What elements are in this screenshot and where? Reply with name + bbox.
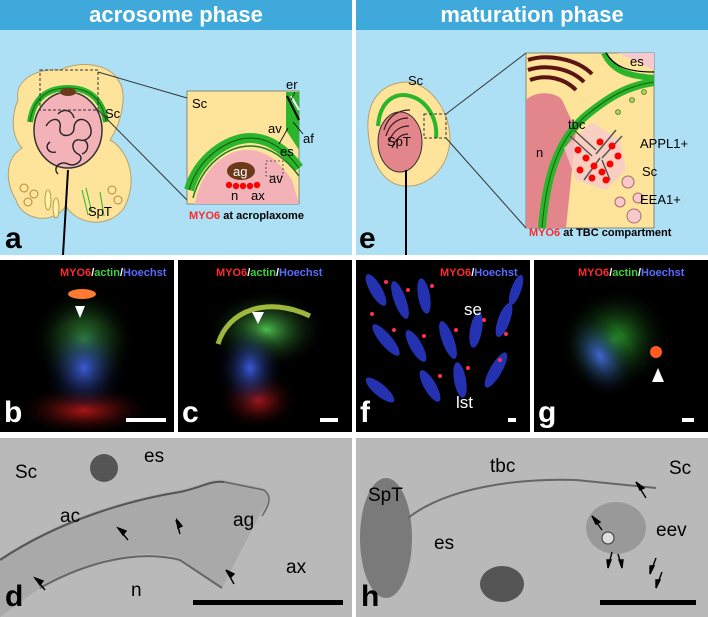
label-es: es bbox=[144, 446, 164, 467]
spermatid-nucleus bbox=[33, 91, 103, 169]
panel-letter-f: f bbox=[360, 396, 370, 429]
panel-b-fluorescence: MYO6/actin/Hoechst b bbox=[0, 260, 174, 432]
arrowhead-c bbox=[252, 312, 264, 324]
maturation-phase-header: maturation phase bbox=[356, 0, 708, 30]
fluorescence-image-f bbox=[365, 274, 524, 422]
panel-letter-e: e bbox=[359, 222, 376, 255]
label-sc-left: Sc bbox=[105, 106, 121, 121]
em-image-d: Sc es ac ag n ax bbox=[0, 446, 343, 617]
stain-legend-g: MYO6/actin/Hoechst bbox=[578, 267, 685, 279]
label-es: es bbox=[280, 144, 294, 159]
label-lst: lst bbox=[456, 393, 473, 412]
myo6-puncta bbox=[370, 280, 508, 378]
label-ax: ax bbox=[251, 188, 265, 203]
label-ag: ag bbox=[233, 164, 247, 179]
zoom-region-box bbox=[39, 69, 99, 111]
nuclei-blue bbox=[365, 274, 524, 403]
panel-g-fluorescence: MYO6/actin/Hoechst g bbox=[534, 260, 708, 432]
inset-nucleus bbox=[526, 93, 576, 228]
scale-bar-f bbox=[508, 418, 516, 422]
stain-legend-f: MYO6/Hoechst bbox=[440, 267, 518, 279]
label-appl1: APPL1+ bbox=[640, 136, 688, 151]
label-spt: SpT bbox=[387, 134, 411, 149]
panel-a-diagram: Sc SpT Sc er av af es ag av n ax MYO6 at… bbox=[0, 30, 352, 255]
label-av-mid: av bbox=[269, 171, 283, 186]
stain-legend-b: MYO6/actin/Hoechst bbox=[60, 267, 167, 279]
panel-c-fluorescence: MYO6/actin/Hoechst c bbox=[178, 260, 352, 432]
panel-f-fluorescence: MYO6/Hoechst se lst f bbox=[356, 260, 530, 432]
panel-letter-c: c bbox=[182, 396, 199, 429]
panel-h-electron-micrograph: SpT tbc Sc es eev h bbox=[356, 438, 708, 617]
panel-letter-a: a bbox=[5, 222, 22, 255]
maturation-diagram: Sc SpT es tbc n APPL1+ Sc EEA1+ bbox=[367, 51, 688, 255]
spt-flagella bbox=[81, 187, 105, 217]
label-se: se bbox=[464, 300, 482, 319]
star-markers bbox=[615, 89, 647, 115]
zoom-region-box bbox=[423, 113, 447, 139]
label-tbc: tbc bbox=[490, 456, 515, 477]
panel-letter-d: d bbox=[5, 580, 24, 613]
sperm-tail bbox=[62, 169, 69, 255]
myo6-dots-acroplaxome bbox=[225, 181, 261, 190]
fluorescence-image-g bbox=[557, 286, 694, 422]
label-eea1: EEA1+ bbox=[640, 192, 681, 207]
acrosome-phase-header: acrosome phase bbox=[0, 0, 352, 30]
panel-e-diagram: Sc SpT es tbc n APPL1+ Sc EEA1+ MYO6 at … bbox=[356, 30, 708, 255]
acrosomal-granule bbox=[60, 88, 76, 96]
inset-chromatin bbox=[527, 55, 594, 92]
label-spt: SpT bbox=[88, 204, 112, 219]
label-av-top: av bbox=[268, 121, 282, 136]
arrows-d bbox=[33, 517, 236, 591]
label-tbc: tbc bbox=[568, 117, 586, 132]
fluorescence-image-c bbox=[206, 290, 338, 430]
label-ax: ax bbox=[286, 557, 307, 578]
label-spt: SpT bbox=[368, 485, 403, 506]
label-er: er bbox=[286, 77, 298, 92]
label-sc-left: Sc bbox=[408, 73, 424, 88]
acrosome-outline bbox=[0, 479, 269, 617]
label-af: af bbox=[303, 131, 314, 146]
label-es: es bbox=[630, 54, 644, 69]
scale-bar-d bbox=[193, 600, 343, 605]
label-eev: eev bbox=[656, 520, 687, 541]
eev-vesicle bbox=[601, 531, 615, 545]
stain-legend-c: MYO6/actin/Hoechst bbox=[216, 267, 323, 279]
arrowhead-b bbox=[75, 306, 85, 318]
scale-bar-c bbox=[320, 418, 338, 422]
vesicles-left bbox=[19, 183, 123, 207]
panel-letter-b: b bbox=[4, 396, 23, 429]
scale-bar-h bbox=[600, 600, 696, 605]
label-es: es bbox=[434, 533, 454, 554]
scale-bar-g bbox=[682, 418, 694, 422]
fluorescence-image-b bbox=[14, 288, 166, 432]
label-n: n bbox=[231, 188, 238, 203]
myo6-dots-tbc bbox=[574, 138, 622, 184]
label-ac: ac bbox=[60, 506, 80, 527]
label-sc: Sc bbox=[15, 462, 37, 483]
endosome-vesicles bbox=[614, 175, 644, 224]
label-sc: Sc bbox=[669, 458, 691, 479]
arrowhead-g bbox=[652, 368, 664, 382]
panel-letter-g: g bbox=[538, 396, 557, 429]
inset-er-region bbox=[286, 92, 299, 150]
label-n: n bbox=[536, 145, 543, 160]
label-ag: ag bbox=[233, 510, 254, 531]
acrosome-diagram: Sc SpT Sc er av af es ag av n ax bbox=[7, 64, 314, 255]
inset-acrosomal-granule bbox=[227, 162, 255, 180]
caption-e: MYO6 at TBC compartment bbox=[529, 227, 672, 239]
panel-d-electron-micrograph: Sc es ac ag n ax d bbox=[0, 438, 352, 617]
panel-letter-h: h bbox=[361, 580, 380, 613]
scale-bar-b bbox=[126, 418, 166, 422]
em-image-h: SpT tbc Sc es eev bbox=[360, 456, 696, 605]
chromatin bbox=[45, 109, 92, 175]
caption-a: MYO6 at acroplaxome bbox=[189, 210, 304, 222]
arrows-h bbox=[591, 481, 663, 589]
label-n: n bbox=[131, 580, 142, 601]
label-sc-inset: Sc bbox=[642, 164, 658, 179]
label-sc-inset: Sc bbox=[192, 96, 208, 111]
